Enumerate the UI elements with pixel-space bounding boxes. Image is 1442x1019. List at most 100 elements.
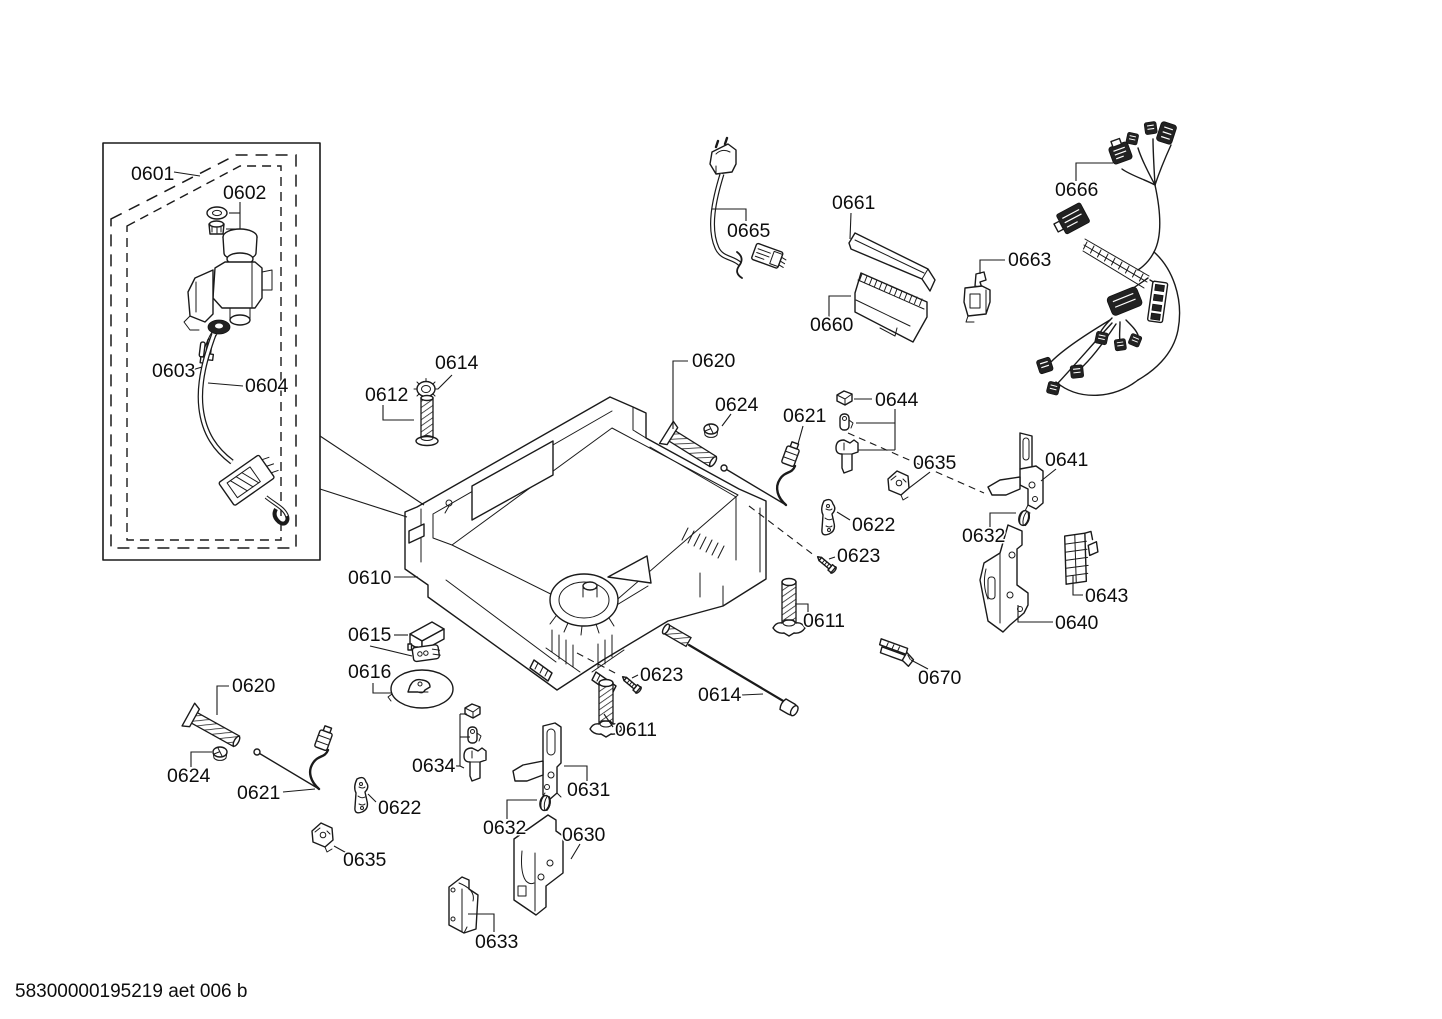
leader-lines — [173, 162, 1113, 932]
part-0622-bracket-right — [821, 498, 836, 536]
part-0622-bracket-bottom — [354, 776, 369, 814]
part-label-0621: 0621 — [237, 782, 280, 804]
part-label-0631: 0631 — [567, 779, 610, 801]
part-label-0633: 0633 — [475, 931, 518, 953]
part-label-0614: 0614 — [698, 684, 742, 706]
leader-line-0670 — [910, 659, 929, 670]
explosion-line — [748, 505, 816, 557]
part-0610-base-frame — [404, 396, 767, 695]
part-label-0640: 0640 — [1055, 612, 1099, 634]
leader-line-0615 — [369, 645, 413, 657]
explosion-line — [319, 435, 425, 506]
part-label-0610: 0610 — [348, 567, 392, 589]
leader-line-0631 — [564, 765, 588, 781]
part-label-0620: 0620 — [692, 350, 736, 372]
part-0615-suppressor — [407, 621, 445, 663]
leader-line-0624 — [190, 751, 212, 767]
leader-line-0634 — [459, 765, 465, 769]
part-0616-disc — [387, 669, 454, 709]
leader-line-0660 — [828, 295, 851, 317]
leader-line-0622 — [367, 793, 377, 803]
leader-line-0661 — [849, 212, 852, 240]
part-label-0632: 0632 — [483, 817, 526, 839]
leader-line-0611 — [795, 603, 809, 613]
explosion-line — [319, 488, 408, 518]
part-label-0616: 0616 — [348, 661, 391, 683]
footer-code: 58300000195219 aet 006 b — [15, 981, 247, 1002]
leader-line-0614 — [741, 693, 764, 696]
part-0601-aquastop-valve — [183, 206, 290, 526]
leader-line-0621 — [797, 425, 804, 445]
leader-line-0633 — [468, 913, 495, 932]
part-0614-rod — [661, 623, 799, 717]
part-label-0624: 0624 — [167, 765, 211, 787]
part-label-0661: 0661 — [832, 192, 875, 214]
leader-line-0640 — [1017, 605, 1053, 623]
leader-line-0611 — [603, 713, 614, 728]
part-0631-bracket — [512, 722, 562, 804]
part-label-0630: 0630 — [562, 824, 606, 846]
part-label-0622: 0622 — [852, 514, 895, 536]
part-label-0611: 0611 — [615, 719, 657, 741]
part-label-0632: 0632 — [962, 525, 1005, 547]
part-label-0603: 0603 — [152, 360, 195, 382]
part-labels: 0601 0602 0603 0604 0612 0614 0620 0624 0621 0644… — [130, 162, 1130, 955]
leader-line-0630 — [570, 843, 581, 860]
part-0640-plate — [979, 524, 1029, 633]
leader-line-0666 — [1075, 162, 1113, 181]
part-0660-module — [854, 272, 928, 343]
part-label-0635: 0635 — [913, 452, 957, 474]
part-0604-connector — [218, 454, 290, 526]
part-label-0665: 0665 — [727, 220, 771, 242]
leader-line-0620 — [216, 685, 229, 715]
part-label-0601: 0601 — [131, 163, 174, 185]
leader-line-0643 — [1072, 575, 1083, 596]
part-0630-plate — [513, 814, 564, 916]
leader-line-0635 — [908, 471, 931, 489]
leader-line-0632 — [506, 799, 537, 819]
part-0602-washer-nut — [206, 206, 228, 235]
part-label-0623: 0623 — [640, 664, 683, 686]
leader-line-0665 — [712, 208, 747, 221]
part-label-0644: 0644 — [875, 389, 919, 411]
part-label-0612: 0612 — [365, 384, 408, 406]
leader-line-0620 — [672, 360, 688, 429]
part-0666-harness — [1035, 120, 1181, 396]
part-label-0670: 0670 — [918, 667, 962, 689]
part-label-0602: 0602 — [223, 182, 266, 204]
part-0612-screw — [415, 394, 439, 447]
part-0663-bracket — [963, 271, 991, 323]
leader-line-0632 — [989, 512, 1016, 527]
leader-line-0623 — [828, 556, 836, 560]
leader-line-0621 — [282, 788, 316, 793]
part-label-0660: 0660 — [810, 314, 854, 336]
part-label-0663: 0663 — [1008, 249, 1051, 271]
part-label-0604: 0604 — [245, 375, 289, 397]
part-0633-bracket — [448, 876, 479, 934]
part-label-0635: 0635 — [343, 849, 387, 871]
part-label-0666: 0666 — [1055, 179, 1098, 201]
leader-line-0663 — [979, 259, 1005, 274]
leader-line-0602 — [226, 202, 241, 230]
part-label-0614: 0614 — [435, 352, 479, 374]
part-label-0621: 0621 — [783, 405, 826, 427]
leader-line-0601 — [173, 171, 201, 177]
leader-line-0612 — [382, 405, 414, 421]
leader-line-0624 — [721, 413, 732, 427]
leader-line-0622 — [836, 511, 851, 521]
explosion-line — [847, 432, 985, 494]
part-0643-terminal-block — [1063, 530, 1099, 585]
explosion-line — [576, 652, 620, 676]
detail-box-0601 — [102, 142, 321, 561]
part-0661-cover — [848, 232, 936, 292]
part-0665-power-cord — [709, 136, 787, 279]
leader-line-0614 — [437, 374, 453, 390]
part-0614-nut — [413, 378, 439, 400]
part-label-0623: 0623 — [837, 545, 880, 567]
leader-line-0616 — [372, 683, 391, 694]
leader-line-0623 — [631, 674, 639, 679]
leader-line-0635 — [333, 845, 353, 857]
part-label-0643: 0643 — [1085, 585, 1128, 607]
